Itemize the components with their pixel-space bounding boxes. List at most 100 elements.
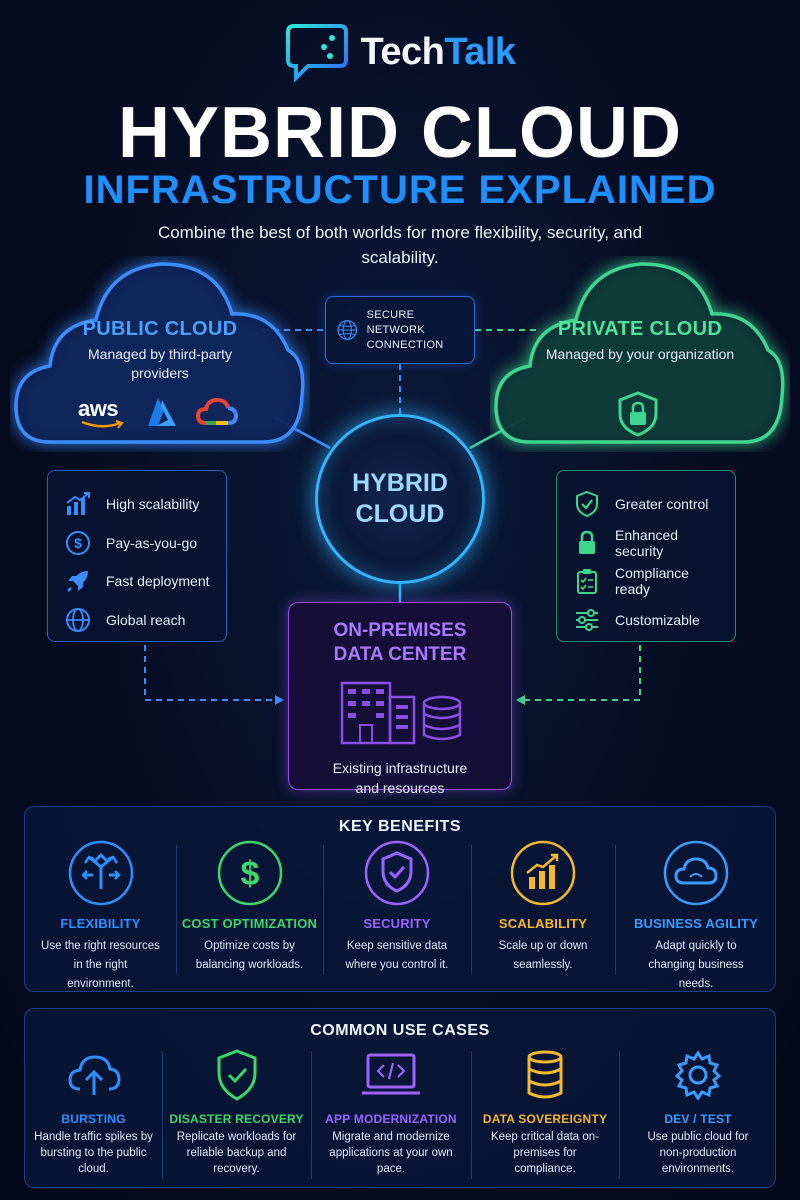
sliders-icon <box>576 608 598 631</box>
private-cloud-features: Greater control Enhanced security Compli… <box>556 470 736 642</box>
provider-logos: aws <box>78 392 248 432</box>
on-premises-box: ON-PREMISES DATA CENTER Existing infrast… <box>288 602 512 796</box>
public-cloud-text: PUBLIC CLOUD Managed by third-party prov… <box>60 318 260 383</box>
feature-label: High scalability <box>106 496 200 513</box>
growth-chart-icon <box>510 840 576 906</box>
rocket-icon <box>67 571 88 593</box>
feature-row: Enhanced security <box>573 524 721 563</box>
use-case-app-modernization: APP MODERNIZATION Migrate and modernize … <box>311 1049 471 1177</box>
feature-label: Customizable <box>615 611 700 628</box>
benefit-description: Optimize costs by balancing workloads. <box>195 940 304 971</box>
tagline: Combine the best of both worlds for more… <box>157 223 643 267</box>
clipboard-check-icon <box>577 569 597 595</box>
benefit-business-agility: BUSINESS AGILITY Adapt quickly to changi… <box>615 839 777 994</box>
globe-icon <box>66 607 90 632</box>
benefit-description: Scale up or down seamlessly. <box>498 940 588 971</box>
benefit-title: SCALABILITY <box>498 916 588 931</box>
use-case-disaster-recovery: DISASTER RECOVERY Replicate workloads fo… <box>162 1049 311 1177</box>
secure-connection-box: SECURE NETWORK CONNECTION <box>325 296 475 364</box>
use-case-description: Keep critical data on-premises for compl… <box>490 1131 600 1175</box>
chat-logo-icon <box>286 24 349 82</box>
use-case-title: DATA SOVEREIGNTY <box>482 1112 608 1126</box>
benefit-description: Use the right resources in the right env… <box>41 940 160 990</box>
use-case-data-sovereignty: DATA SOVEREIGNTY Keep critical data on-p… <box>471 1049 619 1177</box>
page-title: HYBRID CLOUD <box>118 93 682 173</box>
feature-row: Greater control <box>573 485 721 524</box>
gear-icon <box>674 1050 722 1101</box>
globe-icon <box>337 320 358 340</box>
feature-label: Global reach <box>106 611 186 628</box>
feature-row: Fast deployment <box>64 562 212 601</box>
benefit-description: Adapt quickly to changing business needs… <box>648 940 744 990</box>
benefit-title: SECURITY <box>363 916 431 931</box>
feature-label: Pay-as-you-go <box>106 534 198 551</box>
on-premises-description: Existing infrastructure and resources <box>332 760 468 796</box>
use-case-title: DISASTER RECOVERY <box>169 1112 304 1126</box>
dollar-icon: $ <box>217 840 282 906</box>
hybrid-cloud-hub: HYBRID CLOUD <box>315 414 485 584</box>
use-cases-panel: COMMON USE CASES BURSTING Handle traffic… <box>24 1008 776 1188</box>
public-cloud-description: Managed by third-party providers <box>88 346 232 381</box>
secure-connection-label: SECURE NETWORK CONNECTION <box>366 308 444 351</box>
svg-text:$: $ <box>74 535 82 551</box>
use-case-description: Handle traffic spikes by bursting to the… <box>34 1131 153 1175</box>
feature-label: Compliance ready <box>615 565 689 598</box>
svg-text:$: $ <box>240 855 259 893</box>
use-case-description: Use public cloud for non-production envi… <box>647 1131 749 1175</box>
benefit-security: SECURITY Keep sensitive data where you c… <box>323 839 471 975</box>
private-cloud-shape <box>494 262 785 444</box>
benefit-description: Keep sensitive data where you control it… <box>345 940 449 971</box>
feature-row: Customizable <box>573 601 721 640</box>
public-cloud-features: High scalability $ Pay-as-you-go Fast de… <box>47 470 227 642</box>
private-cloud-text: PRIVATE CLOUD Managed by your organizati… <box>540 318 740 364</box>
feature-row: Compliance ready <box>573 562 721 601</box>
shield-lock-icon <box>618 391 658 437</box>
use-case-title: APP MODERNIZATION <box>325 1112 457 1126</box>
benefit-cost-optimization: $ COST OPTIMIZATION Optimize costs by ba… <box>176 839 323 975</box>
cloud-icon <box>663 840 729 906</box>
feature-row: High scalability <box>64 485 212 524</box>
use-case-dev-test: DEV / TEST Use public cloud for non-prod… <box>619 1049 777 1177</box>
data-center-icon <box>340 681 462 745</box>
bar-chart-icon <box>66 492 90 516</box>
shield-check-icon <box>364 840 430 906</box>
benefit-title: BUSINESS AGILITY <box>633 916 759 931</box>
use-case-description: Replicate workloads for reliable backup … <box>176 1131 297 1175</box>
hub-label: HYBRID CLOUD <box>352 469 448 528</box>
page-subtitle: INFRASTRUCTURE EXPLAINED <box>83 168 717 212</box>
shield-check-icon <box>217 1049 256 1101</box>
benefit-scalability: SCALABILITY Scale up or down seamlessly. <box>471 839 615 975</box>
arrows-split-icon <box>68 840 133 906</box>
use-case-title: DEV / TEST <box>664 1112 732 1126</box>
private-cloud-description: Managed by your organization <box>545 346 735 362</box>
private-cloud-title: PRIVATE CLOUD <box>557 318 723 340</box>
feature-label: Fast deployment <box>106 573 210 590</box>
benefit-title: COST OPTIMIZATION <box>181 916 318 931</box>
brand-name-part2: Talk <box>444 30 516 73</box>
on-premises-title: ON-PREMISES DATA CENTER <box>333 620 467 665</box>
lock-icon <box>579 530 595 554</box>
public-cloud-shape <box>14 262 305 444</box>
use-case-description: Migrate and modernize applications at yo… <box>329 1131 453 1175</box>
brand-header: TechTalk <box>0 22 800 82</box>
cloud-upload-icon <box>67 1055 121 1095</box>
benefit-title: FLEXIBILITY <box>60 916 141 931</box>
brand-name: TechTalk <box>360 30 516 74</box>
use-case-title: BURSTING <box>61 1112 126 1126</box>
google-cloud-logo-icon <box>196 397 238 425</box>
public-cloud-title: PUBLIC CLOUD <box>82 318 238 340</box>
feature-label: Greater control <box>615 496 709 513</box>
dollar-icon: $ <box>66 530 90 555</box>
azure-logo-icon <box>148 398 176 426</box>
aws-logo-text: aws <box>78 396 119 421</box>
use-case-bursting: BURSTING Handle traffic spikes by bursti… <box>25 1049 162 1177</box>
feature-row: Global reach <box>64 601 212 640</box>
feature-row: $ Pay-as-you-go <box>64 524 212 563</box>
key-benefits-panel: KEY BENEFITS FLEXIBILITY Use the right r… <box>24 806 776 992</box>
laptop-code-icon <box>362 1053 420 1095</box>
shield-check-icon <box>576 491 598 518</box>
database-icon <box>527 1050 563 1099</box>
key-benefits-title: KEY BENEFITS <box>338 818 462 835</box>
use-cases-title: COMMON USE CASES <box>310 1022 490 1039</box>
